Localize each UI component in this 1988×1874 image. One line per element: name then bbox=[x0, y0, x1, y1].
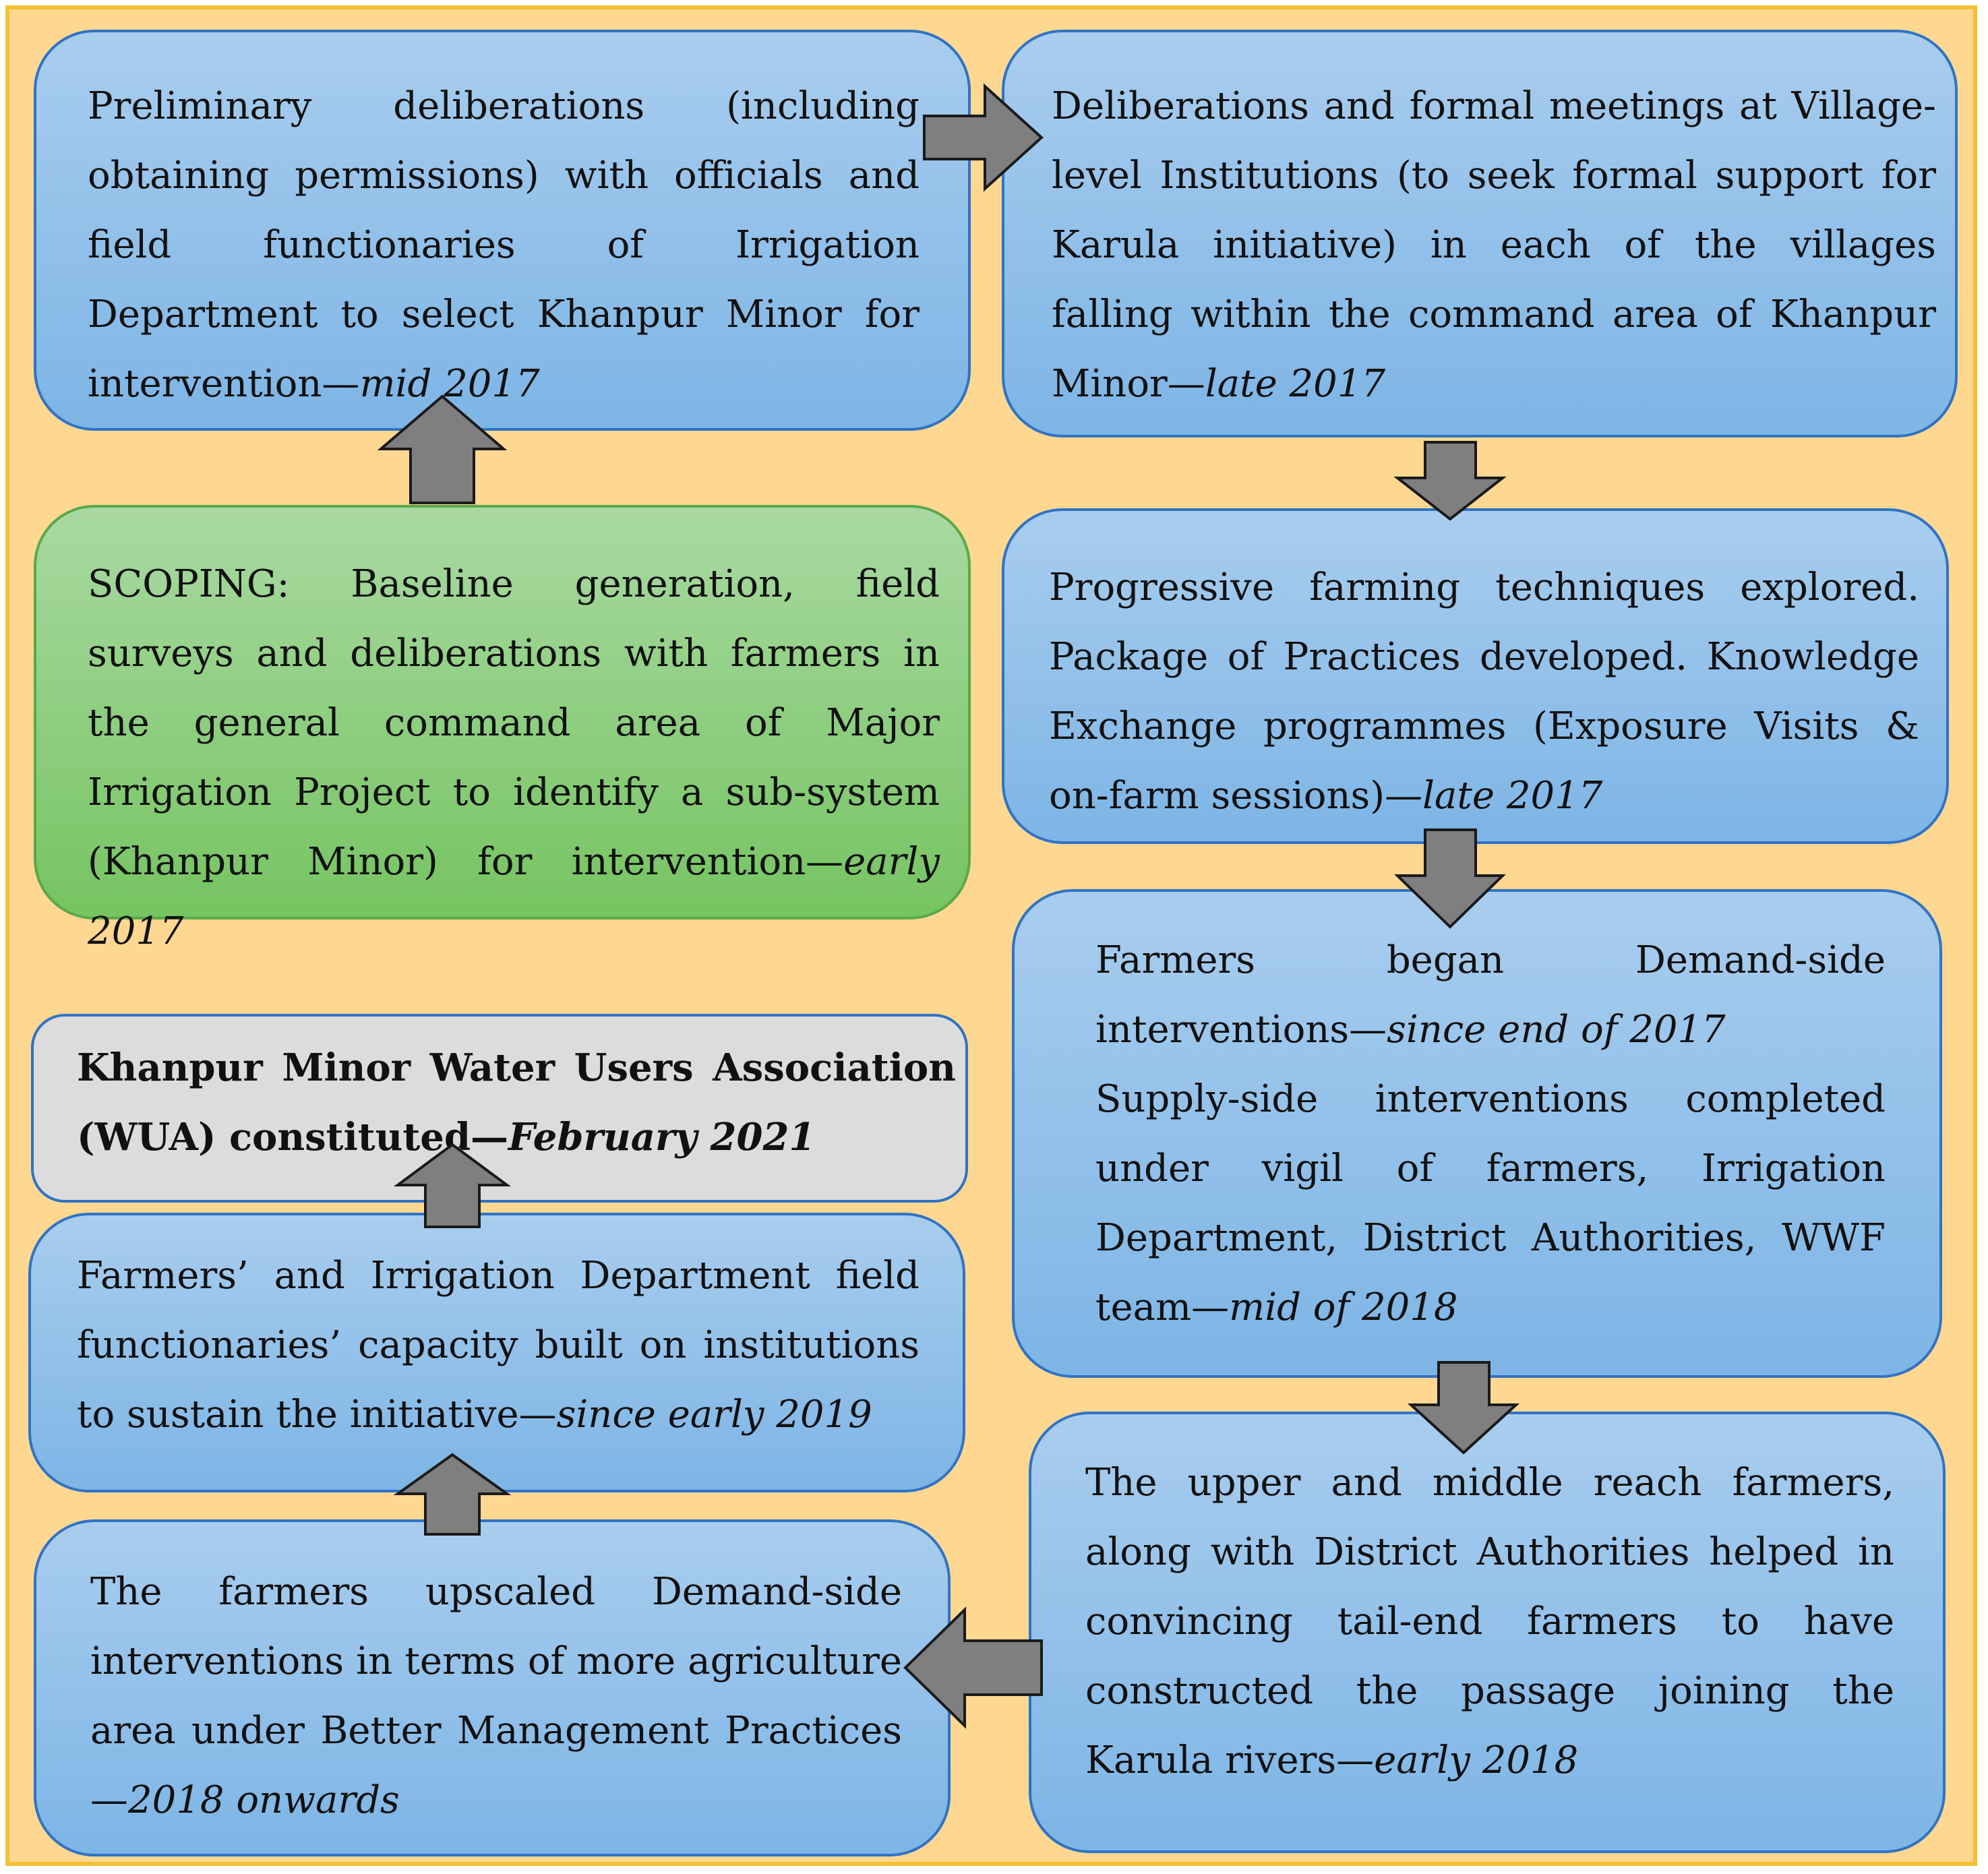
demand-side-date: since end of 2017 bbox=[1387, 1008, 1726, 1052]
arrow-down-icon bbox=[1393, 441, 1507, 521]
capacity-text: Farmers’ and Irrigation Department field… bbox=[77, 1254, 920, 1437]
upscaled-text: The farmers upscaled Demand-side interve… bbox=[90, 1570, 902, 1822]
demand-side-text: Farmers began Demand-side interventions— bbox=[1095, 938, 1886, 1052]
box-preliminary-deliberations: Preliminary deliberations (including obt… bbox=[34, 30, 971, 431]
arrow-up-icon bbox=[377, 394, 508, 504]
wua-date: February 2021 bbox=[508, 1115, 816, 1159]
diagram-frame: Preliminary deliberations (including obt… bbox=[5, 5, 1977, 1866]
arrow-up-icon bbox=[393, 1143, 512, 1228]
supply-side-date: mid of 2018 bbox=[1229, 1286, 1458, 1329]
box-village-deliberations: Deliberations and formal meetings at Vil… bbox=[1002, 30, 1958, 437]
arrow-left-icon bbox=[903, 1606, 1043, 1729]
box-scoping: SCOPING: Baseline generation, field surv… bbox=[34, 505, 971, 953]
box-capacity-built: Farmers’ and Irrigation Department field… bbox=[28, 1213, 965, 1492]
wua-text: Khanpur Minor Water Users Association (W… bbox=[77, 1046, 956, 1159]
capacity-date: since early 2019 bbox=[556, 1393, 872, 1437]
box-upscaled-demand-side: The farmers upscaled Demand-side interve… bbox=[34, 1519, 951, 1856]
arrow-down-icon bbox=[1407, 1361, 1520, 1455]
upper-middle-date: early 2018 bbox=[1374, 1739, 1579, 1782]
village-date: late 2017 bbox=[1205, 362, 1386, 406]
preliminary-text: Preliminary deliberations (including obt… bbox=[88, 84, 920, 406]
village-text: Deliberations and formal meetings at Vil… bbox=[1052, 84, 1936, 406]
supply-side-text: Supply-side interventions completed unde… bbox=[1095, 1077, 1886, 1329]
box-demand-supply-interventions: Farmers began Demand-side interventions—… bbox=[1012, 889, 1942, 1378]
progressive-text: Progressive farming techniques explored.… bbox=[1049, 566, 1919, 818]
box-wua-constituted: Khanpur Minor Water Users Association (W… bbox=[31, 1014, 968, 1203]
progressive-date: late 2017 bbox=[1422, 774, 1603, 818]
scoping-date: early 2017 bbox=[88, 840, 940, 953]
box-progressive-farming: Progressive farming techniques explored.… bbox=[1002, 508, 1949, 844]
arrow-right-icon bbox=[923, 83, 1044, 192]
preliminary-date: mid 2017 bbox=[359, 362, 540, 406]
upper-middle-text: The upper and middle reach farmers, alon… bbox=[1085, 1461, 1894, 1782]
arrow-up-icon bbox=[393, 1453, 512, 1536]
upscaled-date: 2018 onwards bbox=[128, 1778, 400, 1822]
arrow-down-icon bbox=[1394, 828, 1506, 929]
box-upper-middle-reach: The upper and middle reach farmers, alon… bbox=[1029, 1412, 1946, 1853]
scoping-text: SCOPING: Baseline generation, field surv… bbox=[88, 562, 940, 884]
